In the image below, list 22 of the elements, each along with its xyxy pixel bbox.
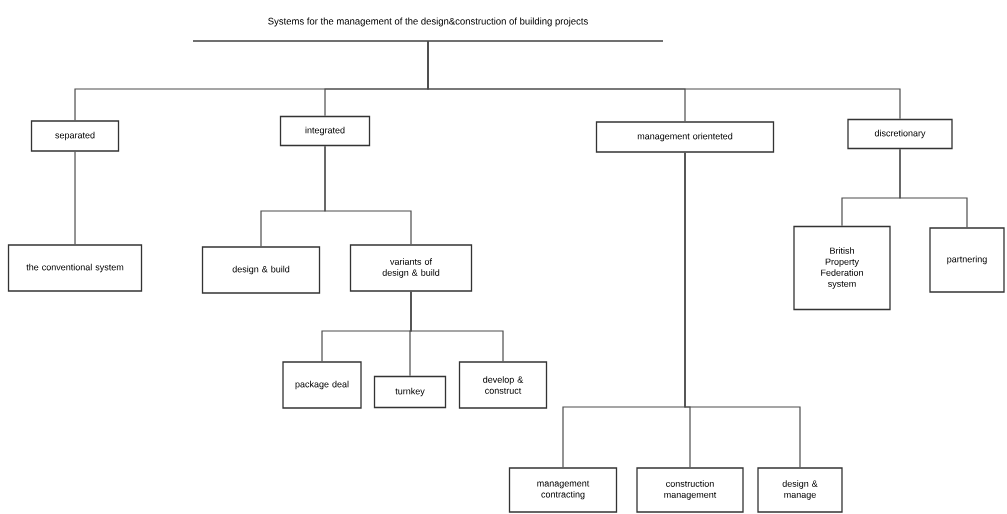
connector-line	[74, 151, 76, 245]
connector-line	[899, 148, 968, 228]
category-box: the conventional system	[7, 244, 143, 292]
connector-line	[684, 152, 801, 468]
category-box: partnering	[929, 227, 1005, 293]
category-box: British Property Federation system	[793, 225, 891, 311]
category-box: develop & construct	[458, 361, 548, 409]
category-box: management orienteted	[595, 121, 775, 153]
category-box: design & build	[201, 246, 321, 294]
connector-line	[410, 291, 504, 362]
category-box: management contracting	[508, 467, 618, 513]
connector-line	[324, 145, 412, 245]
category-box: construction management	[636, 467, 744, 513]
category-box: variants of design & build	[349, 244, 473, 292]
category-box: turnkey	[373, 375, 447, 409]
category-box: discretionary	[847, 118, 953, 150]
category-box: separated	[30, 120, 120, 152]
category-box: package deal	[282, 361, 362, 409]
category-box: integrated	[279, 115, 371, 147]
category-box: design & manage	[757, 467, 843, 513]
connector-line	[427, 40, 901, 120]
title-text: Systems for the management of the design&construction of building projects	[192, 17, 664, 42]
